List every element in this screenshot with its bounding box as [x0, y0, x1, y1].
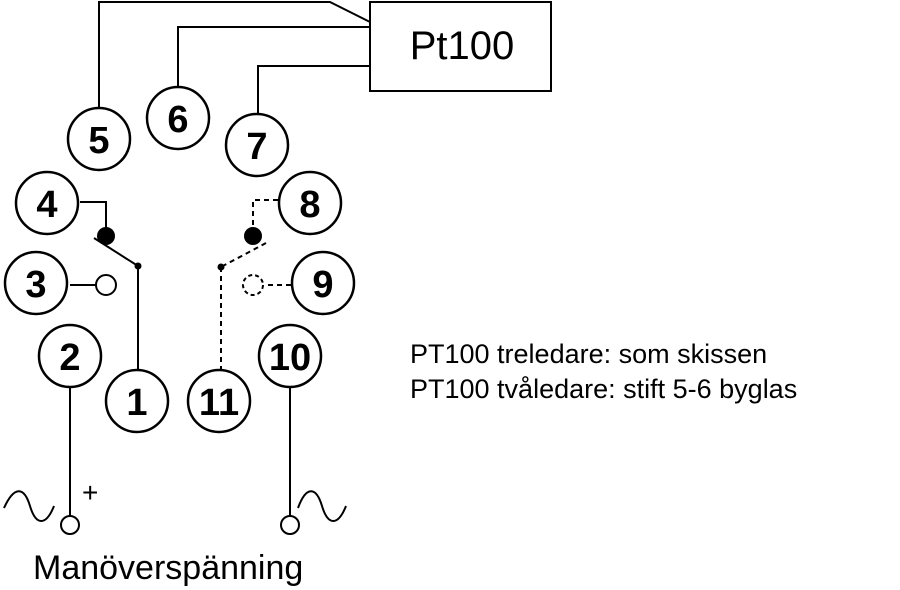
pin-1: 1 [104, 368, 170, 434]
pin-11: 11 [186, 368, 252, 434]
wire-pin4-contact [80, 201, 107, 234]
nc-contact-dot [97, 227, 115, 245]
note-three-wire: PT100 treledare: som skissen [410, 339, 767, 369]
relay-contact-2 [217, 199, 292, 370]
pin-8: 8 [277, 170, 343, 236]
pin-4-label: 4 [36, 184, 57, 226]
pin-7: 7 [224, 112, 290, 178]
pin-6: 6 [145, 85, 211, 151]
pin-3: 3 [3, 250, 69, 316]
pin-1-label: 1 [126, 382, 147, 424]
note-two-wire: PT100 tvåledare: stift 5-6 byglas [410, 374, 797, 404]
wire-pin8-contact [252, 199, 278, 228]
pin-10-label: 10 [269, 337, 311, 379]
supply-caption: Manöverspänning [33, 549, 303, 587]
nc-contact-dot-2 [244, 227, 262, 245]
pin-8-label: 8 [299, 184, 320, 226]
pin-9: 9 [290, 250, 356, 316]
pin-5: 5 [66, 106, 132, 172]
pin-7-label: 7 [246, 126, 267, 168]
pin-4: 4 [14, 170, 80, 236]
no-contact-dot [95, 274, 117, 296]
wire-pin6 [177, 26, 370, 87]
wire-pin7 [257, 65, 370, 116]
pt100-box: Pt100 [369, 1, 552, 92]
pin-11-label: 11 [199, 382, 239, 424]
ac-symbol-right [297, 490, 347, 522]
supply-terminal-right [280, 515, 300, 535]
no-contact-dot-2 [242, 274, 264, 296]
relay-contact-1 [70, 201, 142, 370]
plus-sign: + [82, 477, 98, 508]
pin-2: 2 [37, 323, 103, 389]
pin-5-label: 5 [88, 120, 109, 162]
wire-pin5 [98, 1, 371, 108]
pt100-label: Pt100 [410, 24, 515, 68]
pin-10: 10 [257, 323, 323, 389]
ac-symbol-left [3, 490, 55, 522]
pin-3-label: 3 [25, 264, 46, 306]
pin-6-label: 6 [167, 99, 188, 141]
pin-2-label: 2 [59, 337, 80, 379]
sensor-wires [98, 1, 371, 116]
pin-9-label: 9 [312, 264, 333, 306]
contact-arm-1 [93, 237, 139, 267]
contact-arm-2 [220, 242, 267, 268]
supply-wires: + [3, 387, 347, 535]
supply-terminal-left [60, 515, 80, 535]
